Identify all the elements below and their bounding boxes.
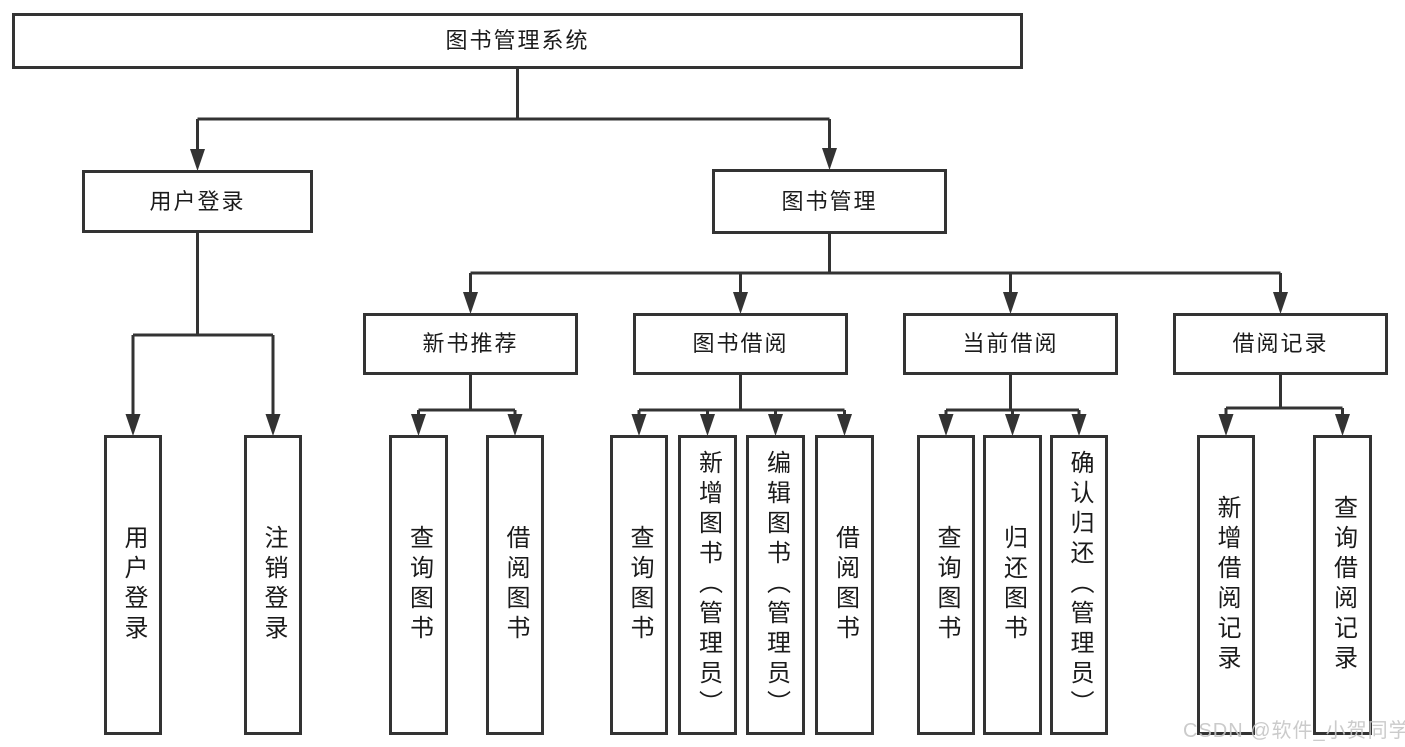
arrowhead-icon xyxy=(1071,414,1087,436)
node-cb-return: 归还图书 xyxy=(983,435,1042,735)
node-bb-borrow: 借阅图书 xyxy=(815,435,874,735)
node-label: 注销登录 xyxy=(260,525,287,645)
node-nbr-query: 查询图书 xyxy=(389,435,448,735)
connector-path xyxy=(131,69,1344,420)
node-bb-edit: 编辑图书（管理员） xyxy=(746,435,805,735)
node-new-book-rec: 新书推荐 xyxy=(363,313,578,375)
node-label: 图书借阅 xyxy=(692,331,789,356)
arrowhead-icon xyxy=(1335,414,1350,436)
node-cb-confirm: 确认归还（管理员） xyxy=(1050,435,1108,735)
node-label: 查询借阅记录 xyxy=(1329,495,1357,675)
node-label: 确认归还（管理员） xyxy=(1066,450,1093,720)
arrowhead-icon xyxy=(733,292,748,314)
arrowhead-icon xyxy=(631,414,647,436)
arrowhead-icon xyxy=(1005,414,1020,436)
node-root: 图书管理系统 xyxy=(12,13,1023,69)
node-label: 归还图书 xyxy=(999,525,1027,645)
arrowhead-icon xyxy=(700,414,715,436)
node-br-add: 新增借阅记录 xyxy=(1197,435,1255,735)
arrowhead-icon xyxy=(1003,292,1018,314)
arrowhead-icon xyxy=(938,414,954,436)
node-label: 借阅记录 xyxy=(1232,331,1329,356)
node-label: 用户登录 xyxy=(149,188,246,214)
node-current-borrow: 当前借阅 xyxy=(903,313,1118,375)
node-label: 图书管理系统 xyxy=(445,28,590,53)
node-bb-query: 查询图书 xyxy=(610,435,668,735)
node-book-mgmt: 图书管理 xyxy=(712,169,947,234)
node-borrow-records: 借阅记录 xyxy=(1173,313,1388,375)
node-label: 借阅图书 xyxy=(831,525,859,645)
arrowhead-icon xyxy=(768,414,783,436)
node-label: 当前借阅 xyxy=(962,331,1059,356)
node-book-borrow: 图书借阅 xyxy=(633,313,848,375)
node-label: 借阅图书 xyxy=(502,525,529,645)
node-label: 用户登录 xyxy=(120,525,147,645)
node-nbr-borrow: 借阅图书 xyxy=(486,435,544,735)
arrowhead-icon xyxy=(411,414,426,436)
arrowhead-icon xyxy=(822,148,837,170)
node-label: 新书推荐 xyxy=(422,331,519,356)
node-label: 查询图书 xyxy=(405,525,433,645)
node-user-login: 用户登录 xyxy=(82,170,313,233)
node-label: 查询图书 xyxy=(933,525,960,645)
node-br-query: 查询借阅记录 xyxy=(1313,435,1372,735)
arrowhead-icon xyxy=(1218,414,1234,436)
arrowhead-icon xyxy=(125,414,141,436)
arrowhead-icon xyxy=(190,149,205,171)
node-bb-add: 新增图书（管理员） xyxy=(678,435,737,735)
node-label: 新增借阅记录 xyxy=(1213,495,1240,675)
node-label: 图书管理 xyxy=(781,188,878,214)
arrowhead-icon xyxy=(837,414,852,436)
arrowhead-icon xyxy=(1273,292,1288,314)
arrowhead-icon xyxy=(463,292,478,314)
arrowhead-icon xyxy=(507,414,523,436)
node-logout-do: 注销登录 xyxy=(244,435,302,735)
node-cb-query: 查询图书 xyxy=(917,435,975,735)
arrowhead-icon xyxy=(265,414,281,436)
node-label: 编辑图书（管理员） xyxy=(762,450,790,720)
watermark-text: CSDN @软件_小贺同学 xyxy=(1183,720,1405,742)
node-label: 查询图书 xyxy=(626,525,653,645)
node-login-do: 用户登录 xyxy=(104,435,162,735)
node-label: 新增图书（管理员） xyxy=(694,450,722,720)
